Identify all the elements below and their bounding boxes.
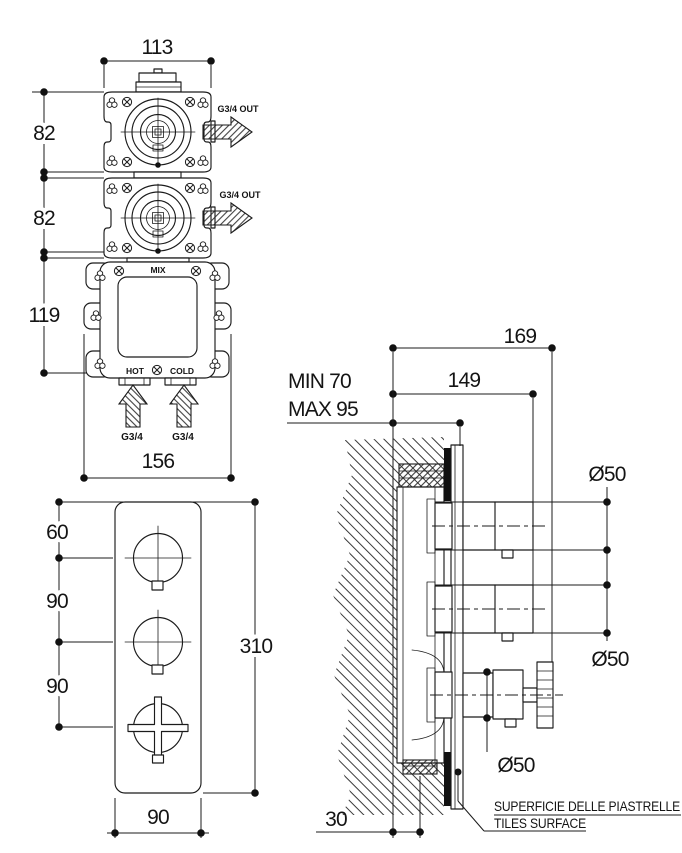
mixer-body: MIX HOT COLD <box>83 261 232 386</box>
dim-handle-depth: 149 <box>389 369 537 633</box>
dim-60-label: 60 <box>46 521 68 544</box>
dim-plate-width: 90 <box>107 798 209 838</box>
hot-inlet-stub <box>118 377 151 386</box>
tiles-note: SUPERFICIE DELLE PIASTRELLE TILES SURFAC… <box>454 768 681 832</box>
valve-cartridge-2 <box>120 183 196 254</box>
screw-icon <box>184 156 196 168</box>
mixer-cover-window <box>117 276 198 358</box>
valve-cartridge-1 <box>120 97 196 168</box>
screw-icon <box>121 182 133 194</box>
dim-113-label: 113 <box>141 36 172 59</box>
front-top-view: 113 82 82 119 <box>24 36 261 482</box>
outlet-arrow-2 <box>202 201 253 235</box>
mix-port-label: MIX <box>150 265 165 275</box>
inlet-arrow-cold <box>168 384 200 428</box>
dim-min70-label: MIN 70 <box>288 370 351 393</box>
screw-icon <box>113 265 125 277</box>
dim-119-label: 119 <box>28 304 59 327</box>
screw-icon <box>121 242 133 254</box>
threaded-stub-top <box>398 463 445 488</box>
dim-handle-diameter-thermo: Ø50 <box>483 668 536 777</box>
screw-icon <box>184 96 196 108</box>
knob-top <box>124 525 192 591</box>
plate-front-view: 60 90 90 310 90 <box>42 498 277 838</box>
tile-bar-top <box>444 448 451 501</box>
tiles-note-english: TILES SURFACE <box>494 815 586 831</box>
handle-section-2 <box>432 584 607 642</box>
screw-icon <box>190 265 202 277</box>
knob-thermostatic <box>127 696 189 764</box>
dim-90-upper-label: 90 <box>46 590 68 613</box>
dim-30-label: 30 <box>325 808 347 831</box>
inlet-hot-label: G3/4 <box>121 432 143 443</box>
cold-port-label: COLD <box>170 366 194 376</box>
cold-inlet-stub <box>164 377 197 386</box>
valve-box-2: G3/4 OUT <box>103 177 261 259</box>
dim-width-top: 113 <box>100 36 215 88</box>
top-cap <box>135 68 182 93</box>
dim-plate-height: 310 <box>203 502 277 797</box>
handle-section-1 <box>432 501 607 559</box>
dim-chain-plate-left: 60 90 90 <box>42 498 259 731</box>
screw-icon <box>121 96 133 108</box>
tile-bar-bottom <box>444 752 451 806</box>
box-connector-1 <box>133 171 182 179</box>
screw-icon <box>184 182 196 194</box>
dim-width-bottom: 156 <box>80 334 235 482</box>
hot-port-label: HOT <box>126 366 145 376</box>
section-view: 169 149 MIN 70 MAX 95 Ø50 Ø50 <box>287 325 681 838</box>
dim-rough-in: MIN 70 MAX 95 <box>287 370 464 446</box>
dim-82-top-label: 82 <box>33 122 55 145</box>
dim-total-depth: 169 <box>389 325 556 662</box>
screw-icon <box>121 156 133 168</box>
dim-handle-diameters-upper: Ø50 Ø50 <box>588 463 629 671</box>
dim-169-label: 169 <box>504 325 537 348</box>
outlet-arrow-1 <box>202 115 253 149</box>
tiles-note-italian: SUPERFICIE DELLE PIASTRELLE <box>494 798 680 814</box>
screw-icon <box>151 364 163 376</box>
outlet-label-1: G3/4 OUT <box>217 104 259 114</box>
dia-50-mid-label: Ø50 <box>591 648 628 671</box>
inlet-arrow-hot <box>117 384 149 428</box>
dim-310-label: 310 <box>240 635 273 658</box>
dim-inlet-depth: 30 <box>316 776 424 838</box>
dim-90-width-label: 90 <box>147 806 169 829</box>
valve-box-1: G3/4 OUT <box>103 91 259 173</box>
box-connector-2 <box>126 257 190 263</box>
dia-50-bottom-label: Ø50 <box>497 754 534 777</box>
dim-max95-label: MAX 95 <box>288 398 358 421</box>
dim-156-label: 156 <box>142 450 175 473</box>
outlet-label-2: G3/4 OUT <box>219 190 261 200</box>
dim-149-label: 149 <box>448 369 481 392</box>
trim-plate-section <box>450 444 464 810</box>
dim-90-lower-label: 90 <box>46 675 68 698</box>
dia-50-top-label: Ø50 <box>588 463 625 486</box>
handle-section-3 <box>430 661 563 729</box>
threaded-stub-bottom <box>402 759 438 775</box>
dim-82-bottom-label: 82 <box>33 207 55 230</box>
screw-icon <box>184 242 196 254</box>
dim-chain-left: 82 82 119 <box>24 88 104 377</box>
inlet-cold-label: G3/4 <box>172 432 194 443</box>
knob-middle <box>124 609 192 675</box>
